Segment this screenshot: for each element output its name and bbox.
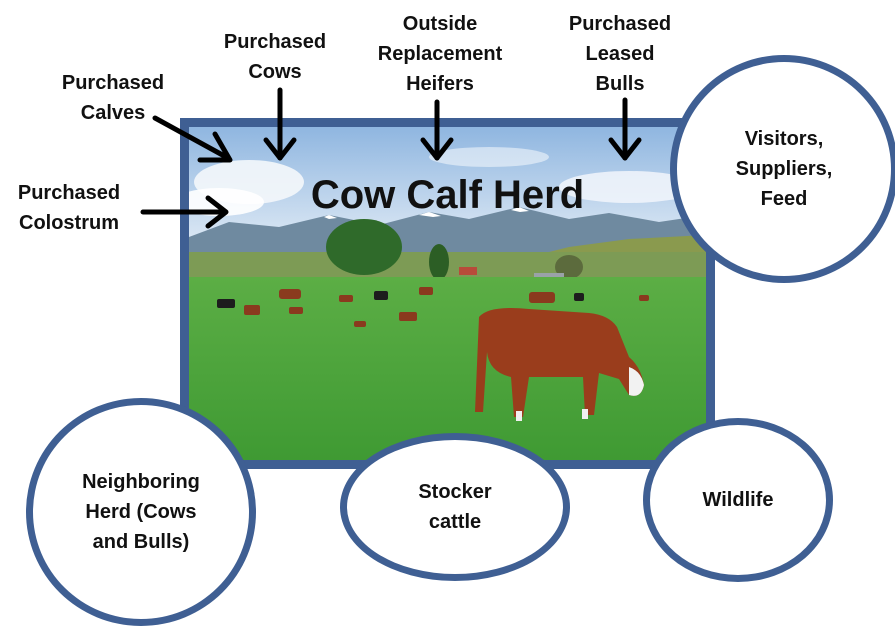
circle-stocker-cattle: Stocker cattle xyxy=(340,433,570,581)
label-purchased-cows: Purchased Cows xyxy=(223,31,327,83)
circle-visitors-suppliers-feed: Visitors, Suppliers, Feed xyxy=(670,55,895,283)
circle-neighboring-herd: Neighboring Herd (Cows and Bulls) xyxy=(26,398,256,626)
label-purchased-calves: Purchased Calves xyxy=(61,72,165,124)
label-purchased-leased-bulls: Purchased Leased Bulls xyxy=(568,13,672,95)
cow-figure xyxy=(475,308,644,421)
diagram-title: Cow Calf Herd xyxy=(310,173,585,217)
pasture-photo: Cow Calf Herd xyxy=(180,118,715,469)
label-outside-replacement-heifers: Outside Replacement Heifers xyxy=(377,13,503,95)
label-purchased-colostrum: Purchased Colostrum xyxy=(17,182,121,234)
circle-wildlife: Wildlife xyxy=(643,418,833,582)
